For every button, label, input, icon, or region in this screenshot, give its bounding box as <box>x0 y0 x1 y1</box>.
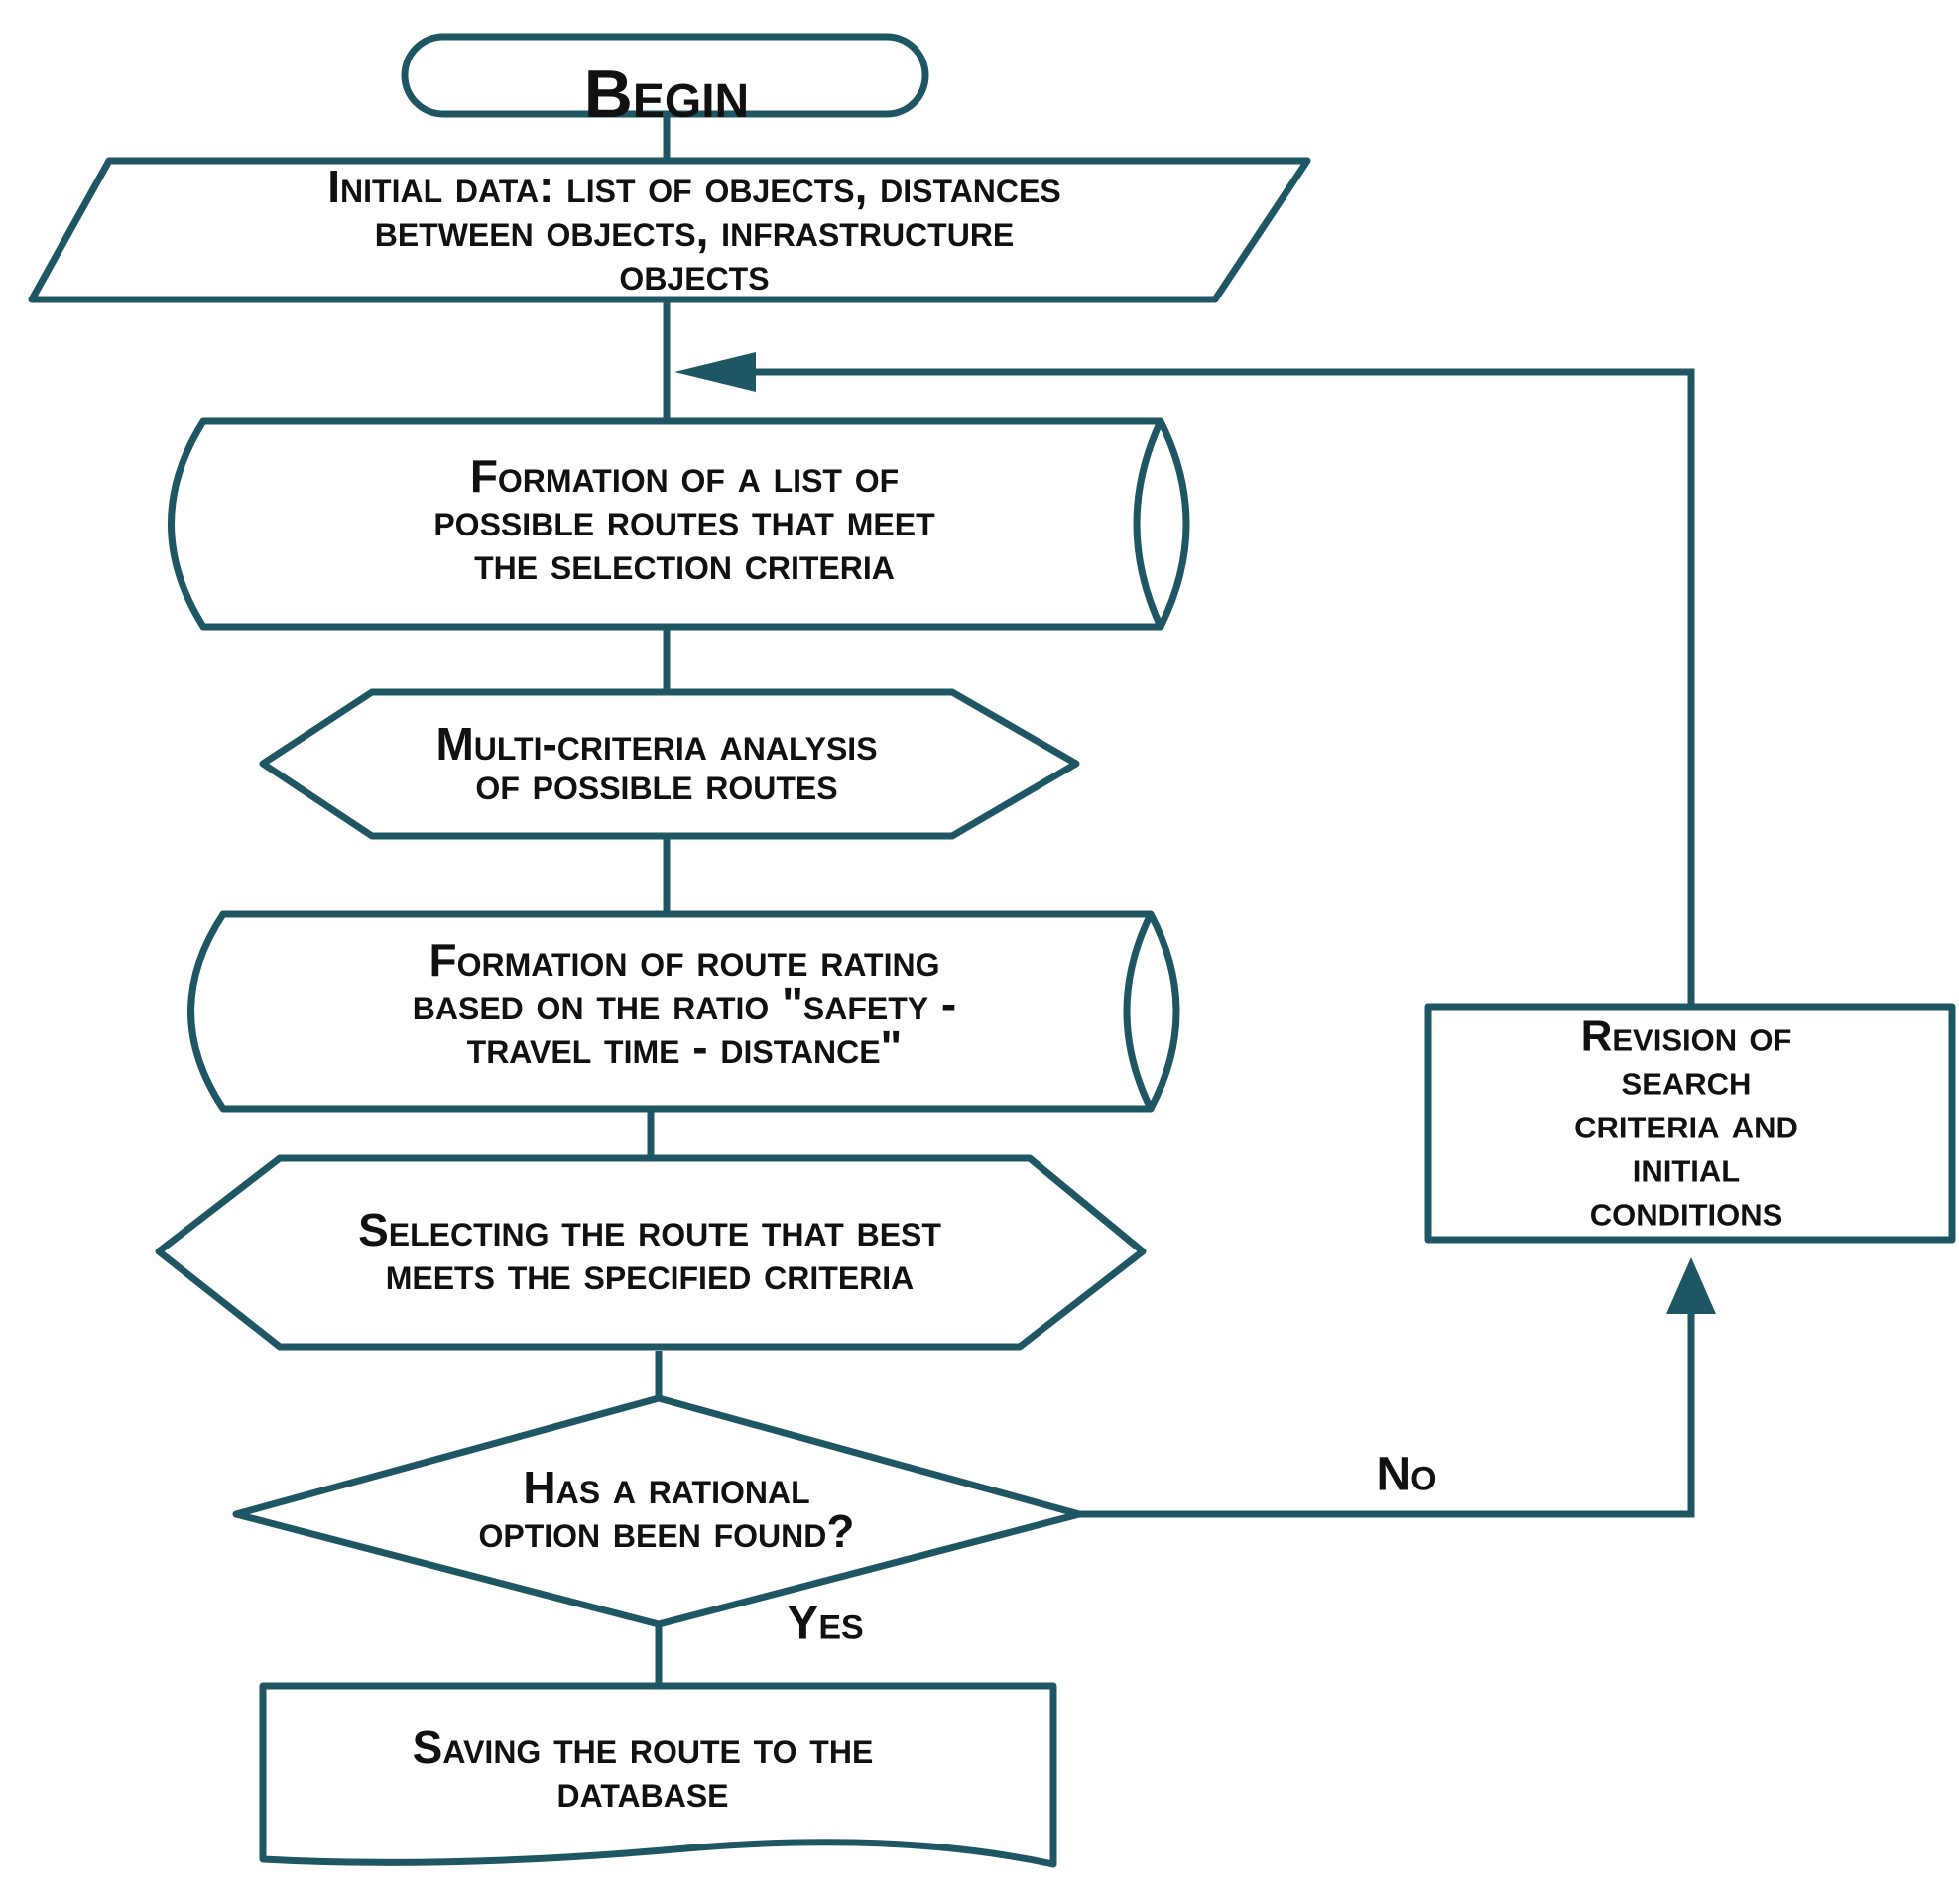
label-line: Multi-criteria analysis <box>435 718 877 770</box>
label-line: conditions <box>1590 1186 1783 1235</box>
connector-revision-loop-back <box>734 368 1695 1007</box>
edge-label-yes: Yes <box>787 1598 863 1650</box>
label-line: Has a rational <box>523 1462 809 1513</box>
begin-label: Begin <box>584 57 749 132</box>
label-line: database <box>556 1765 728 1817</box>
label-line: based on the ratio "safety - <box>413 978 956 1029</box>
formation-routes-shape <box>168 417 1164 631</box>
label-line: Saving the route to the <box>413 1722 874 1773</box>
decision-shape <box>232 1394 1083 1628</box>
connectors <box>647 111 1716 1686</box>
label-line: travel time - distance" <box>467 1021 903 1073</box>
label-line: Begin <box>584 57 749 132</box>
label-line: Initial data: list of objects, distances <box>327 161 1060 212</box>
arrowhead-up-icon <box>1666 1257 1716 1314</box>
connector-decision-no-to-revision <box>1079 1314 1695 1518</box>
label-line: the selection criteria <box>474 537 895 589</box>
saving-route-shape <box>259 1682 1057 1868</box>
initial-data-input: Initial data: list of objects, distances… <box>28 157 1311 303</box>
formation-routes-edge-curve <box>1157 419 1190 629</box>
arrowhead-left-icon <box>674 352 756 392</box>
label-line: of possible routes <box>475 758 837 809</box>
label-line: Revision of <box>1581 1012 1792 1060</box>
begin-terminator: Begin <box>401 33 929 132</box>
initial-data-label: Initial data: list of objects, distances… <box>327 161 1060 299</box>
label-line: possible routes that meet <box>433 494 935 545</box>
label-line: Formation of route rating <box>429 934 940 986</box>
label-line: meets the specified criteria <box>386 1248 915 1299</box>
label-line: Selecting the route that best <box>358 1204 941 1255</box>
begin-shape <box>401 33 929 118</box>
selecting-route-shape <box>155 1154 1147 1351</box>
label-line: Formation of a list of <box>470 450 899 502</box>
label-line: objects <box>619 248 769 299</box>
multi-criteria-shape <box>259 688 1080 840</box>
route-rating-edge-curve <box>1147 912 1180 1111</box>
initial-data-shape <box>28 157 1311 303</box>
label-line: search <box>1622 1055 1752 1104</box>
label-line: criteria and <box>1574 1099 1798 1147</box>
label-line: initial <box>1633 1142 1741 1191</box>
revision-shape <box>1424 1003 1956 1244</box>
edge-label-no: No <box>1376 1449 1436 1501</box>
label-line: between objects, infrastructure <box>375 204 1015 256</box>
label-line: option been found? <box>478 1505 854 1557</box>
